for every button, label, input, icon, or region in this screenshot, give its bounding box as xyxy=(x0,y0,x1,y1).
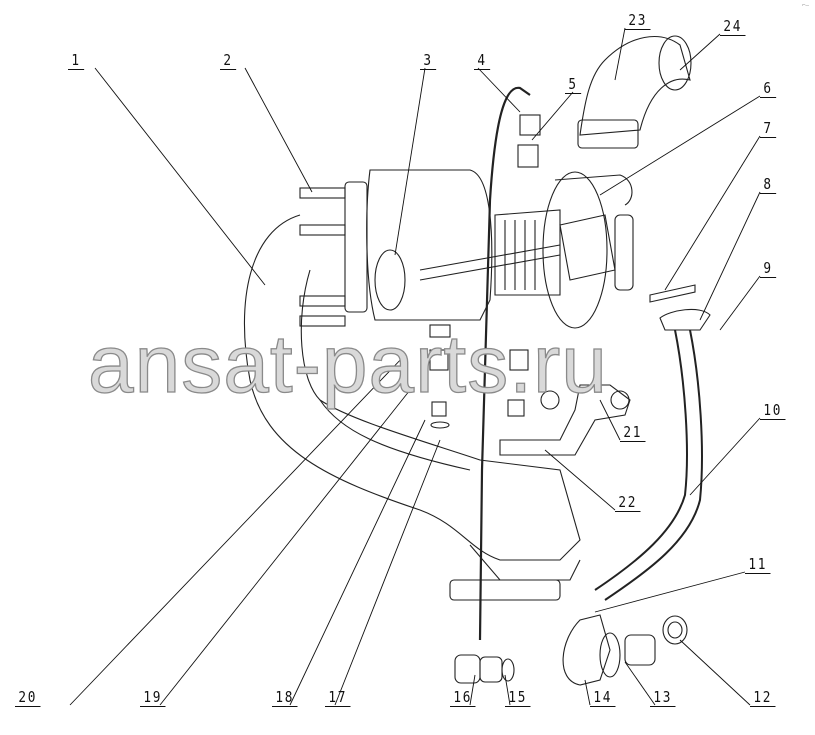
callout-12: 12 xyxy=(750,689,776,707)
callout-9: 9 xyxy=(760,260,777,278)
inlet-flange xyxy=(344,181,368,313)
callout-16: 16 xyxy=(450,689,476,707)
watermark: ansat-parts.ru xyxy=(87,318,608,410)
turbine-housing xyxy=(366,169,493,321)
callout-4: 4 xyxy=(474,52,491,70)
callout-13: 13 xyxy=(650,689,676,707)
bolts xyxy=(299,187,346,327)
oil-feed-pipe xyxy=(478,86,531,641)
callout-11: 11 xyxy=(745,556,771,574)
corner-mark: ⌐— xyxy=(801,2,809,9)
callout-15: 15 xyxy=(505,689,531,707)
callout-23: 23 xyxy=(625,12,651,30)
callout-1: 1 xyxy=(68,52,85,70)
callout-21: 21 xyxy=(620,424,646,442)
exhaust-manifold xyxy=(243,214,581,561)
callout-24: 24 xyxy=(720,18,746,36)
oil-return-pipe xyxy=(604,329,703,601)
callout-5: 5 xyxy=(565,76,582,94)
callout-6: 6 xyxy=(760,80,777,98)
callout-22: 22 xyxy=(615,494,641,512)
callout-7: 7 xyxy=(760,120,777,138)
callout-14: 14 xyxy=(590,689,616,707)
callout-19: 19 xyxy=(140,689,166,707)
leader-lines xyxy=(69,27,761,706)
callout-2: 2 xyxy=(220,52,237,70)
callout-20: 20 xyxy=(15,689,41,707)
callout-3: 3 xyxy=(420,52,437,70)
compressor-housing xyxy=(542,171,608,329)
intake-hose xyxy=(579,36,691,136)
callout-18: 18 xyxy=(272,689,298,707)
callout-8: 8 xyxy=(760,176,777,194)
callout-17: 17 xyxy=(325,689,351,707)
callout-10: 10 xyxy=(760,402,786,420)
